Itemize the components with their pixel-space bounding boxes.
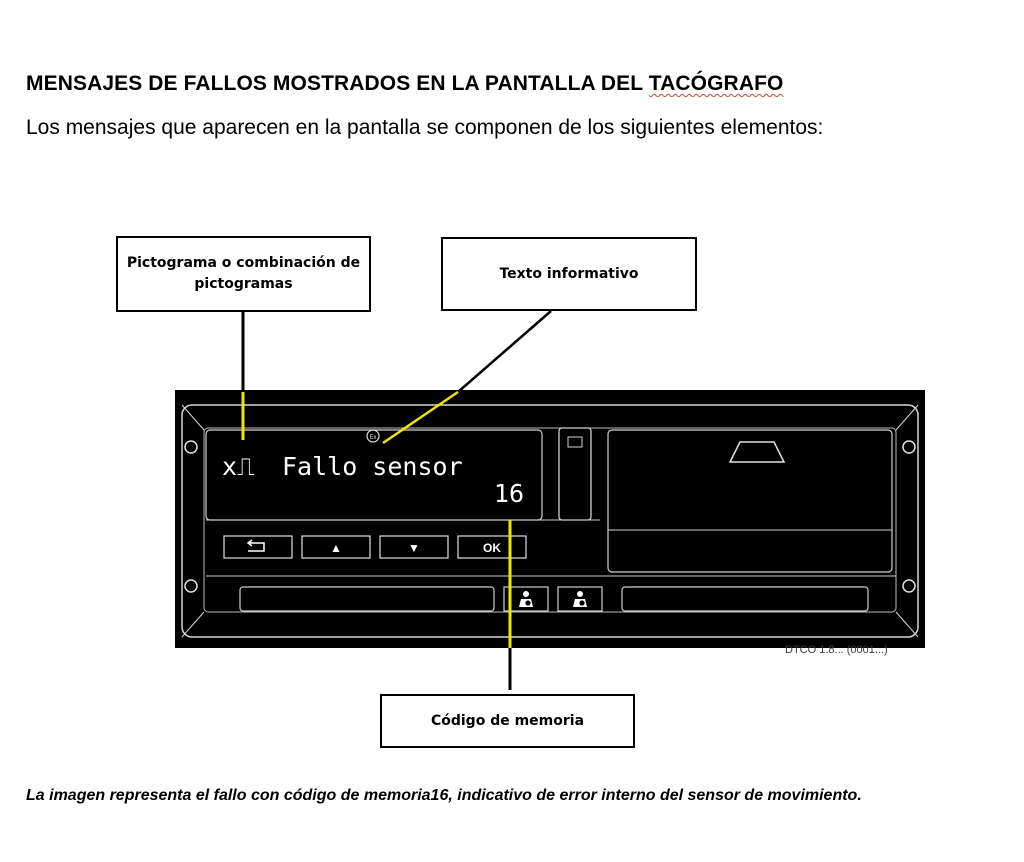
display-message: Fallo sensor — [282, 452, 463, 481]
callout-info-text: Texto informativo — [441, 237, 697, 311]
ok-button[interactable]: OK — [457, 535, 527, 559]
ex-marking-icon: Ex — [366, 429, 380, 443]
driver2-button[interactable] — [557, 586, 603, 612]
up-arrow-icon: ▲ — [330, 541, 342, 555]
device-model-watermark: DTCO 1.8... (0001...) — [785, 644, 888, 656]
up-button[interactable]: ▲ — [301, 535, 371, 559]
tachograph-diagram: Ex x⎍ Fallo sensor 16 ▲ ▼ — [175, 308, 925, 690]
heading-text: MENSAJES DE FALLOS MOSTRADOS EN LA PANTA… — [26, 72, 649, 95]
driver2-card-slot — [621, 586, 869, 612]
down-arrow-icon: ▼ — [408, 541, 420, 555]
screw-icon — [184, 579, 198, 593]
card-slot — [607, 429, 893, 573]
page-heading: MENSAJES DE FALLOS MOSTRADOS EN LA PANTA… — [26, 72, 783, 96]
svg-text:Ex: Ex — [369, 435, 376, 441]
driver1-icon — [519, 591, 533, 607]
driver1-card-slot — [239, 586, 495, 612]
figure-caption: La imagen representa el fallo con código… — [26, 787, 862, 804]
callout-pictogram: Pictograma o combinación de pictogramas — [116, 236, 371, 312]
down-button[interactable]: ▼ — [379, 535, 449, 559]
callout-memory-code: Código de memoria — [380, 694, 635, 748]
heading-flagged-word: TACÓGRAFO — [648, 72, 784, 95]
tachograph-device: Ex x⎍ Fallo sensor 16 ▲ ▼ — [175, 390, 925, 656]
screw-icon — [184, 440, 198, 454]
leader-lines — [241, 308, 552, 690]
screw-icon — [902, 579, 916, 593]
screw-icon — [902, 440, 916, 454]
display-memory-code: 16 — [494, 479, 524, 508]
driver1-button[interactable] — [503, 586, 549, 612]
back-button[interactable] — [223, 535, 293, 559]
eject-slot — [558, 427, 592, 521]
driver2-icon — [573, 591, 587, 607]
back-arrow-icon — [246, 539, 265, 552]
display-pictogram: x⎍ — [222, 452, 255, 481]
intro-paragraph: Los mensajes que aparecen en la pantalla… — [26, 116, 824, 139]
ok-label: OK — [483, 541, 501, 555]
